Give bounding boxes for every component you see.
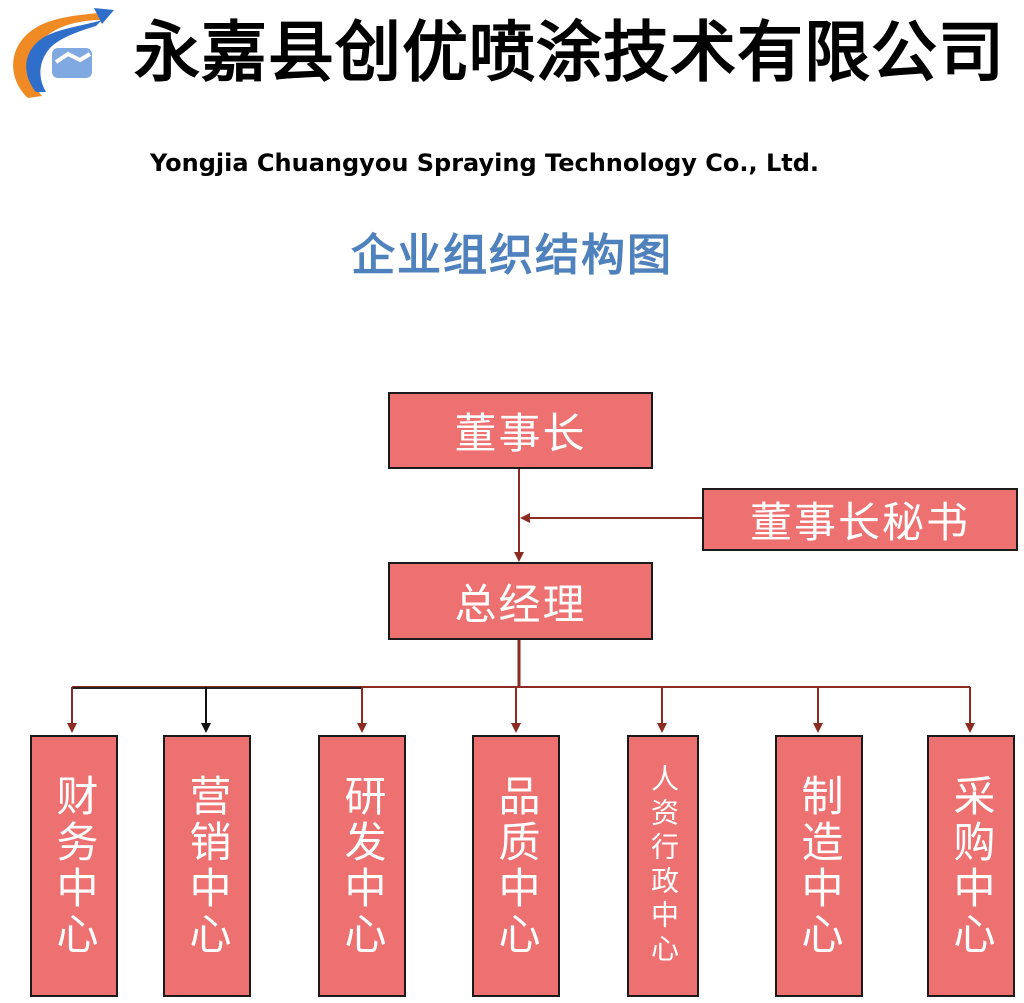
node-dept-quality: 品质中心	[472, 735, 560, 997]
logo-arc-icon	[26, 20, 102, 92]
logo-swoosh-icon	[13, 12, 111, 98]
node-chairman: 董事长	[388, 392, 653, 469]
logo-handshake-icon	[54, 51, 92, 64]
company-name-english: Yongjia Chuangyou Spraying Technology Co…	[150, 149, 819, 177]
org-chart-title: 企业组织结构图	[351, 230, 673, 281]
node-dept-purchasing: 采购中心	[927, 735, 1015, 997]
node-general-manager: 总经理	[388, 562, 653, 640]
node-dept-hr-admin: 人资行政中心	[627, 735, 699, 997]
node-dept-manufacturing: 制造中心	[775, 735, 863, 997]
logo-arrow-icon	[94, 8, 114, 24]
company-name-chinese: 永嘉县创优喷涂技术有限公司	[134, 14, 1005, 91]
node-chairman-secretary: 董事长秘书	[702, 488, 1018, 551]
node-dept-finance: 财务中心	[30, 735, 118, 997]
logo-hands-icon	[52, 48, 92, 78]
company-logo	[13, 8, 114, 98]
node-dept-marketing: 营销中心	[163, 735, 251, 997]
node-dept-rnd: 研发中心	[318, 735, 406, 997]
